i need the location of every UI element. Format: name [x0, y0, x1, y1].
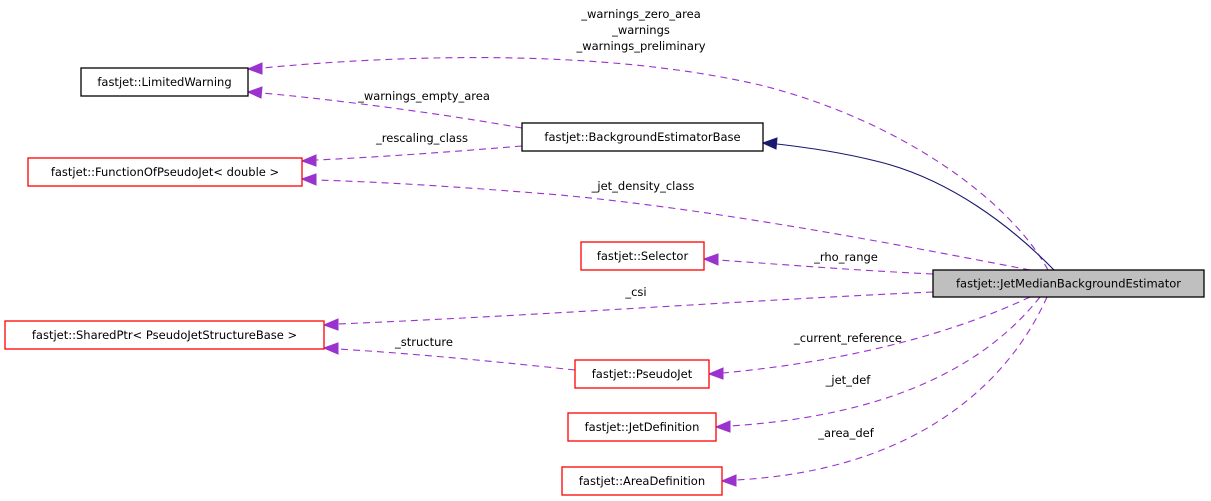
node-selector[interactable]: fastjet::Selector	[580, 241, 705, 271]
edge-inheritance	[761, 137, 1055, 271]
edge-rescaling-class: _rescaling_class	[300, 131, 523, 167]
edge-structure: _structure	[322, 335, 576, 371]
edge-csi: _csi	[322, 285, 934, 331]
edge-label-rho-range: _rho_range	[813, 250, 878, 264]
node-label: fastjet::PseudoJet	[592, 367, 693, 381]
node-jet-median-background-estimator[interactable]: fastjet::JetMedianBackgroundEstimator	[932, 269, 1205, 298]
edge-label-jet-density-class: _jet_density_class	[591, 179, 695, 193]
arrow-head-icon	[300, 154, 317, 167]
edge-current-reference: _current_reference	[707, 296, 1031, 380]
arrow-head-icon	[322, 342, 339, 355]
node-function-of-pseudojet[interactable]: fastjet::FunctionOfPseudoJet< double >	[27, 157, 303, 187]
edge-label-rescaling-class: _rescaling_class	[375, 131, 468, 145]
arrow-head-icon	[702, 253, 719, 266]
arrow-head-icon	[322, 318, 339, 331]
node-background-estimator-base[interactable]: fastjet::BackgroundEstimatorBase	[521, 122, 764, 152]
edge-label-current-reference: _current_reference	[793, 331, 902, 345]
arrow-head-icon	[714, 420, 731, 433]
edge-jet-def: _jet_def	[714, 296, 1041, 433]
edge-label-structure: _structure	[394, 335, 453, 349]
node-label: fastjet::AreaDefinition	[579, 474, 705, 488]
edge-label-area-def: _area_def	[817, 426, 875, 440]
node-label: fastjet::LimitedWarning	[97, 75, 231, 89]
node-area-definition[interactable]: fastjet::AreaDefinition	[561, 466, 723, 496]
edge-warnings: _warnings_zero_area _warnings _warnings_…	[246, 7, 1049, 271]
edge-label-jet-def: _jet_def	[825, 373, 872, 387]
node-label: fastjet::JetMedianBackgroundEstimator	[956, 277, 1181, 291]
arrow-head-icon	[300, 173, 317, 186]
edge-area-def: _area_def	[720, 296, 1048, 487]
node-label: fastjet::BackgroundEstimatorBase	[544, 130, 740, 144]
arrow-head-icon	[720, 474, 737, 487]
edge-label-warnings-zero-area: _warnings_zero_area	[580, 7, 701, 21]
node-label: fastjet::JetDefinition	[585, 420, 700, 434]
arrow-head-icon	[246, 62, 263, 75]
node-limited-warning[interactable]: fastjet::LimitedWarning	[80, 67, 249, 97]
node-jet-definition[interactable]: fastjet::JetDefinition	[567, 412, 717, 442]
node-label: fastjet::SharedPtr< PseudoJetStructureBa…	[32, 328, 297, 342]
edge-warnings-empty-area: _warnings_empty_area	[246, 86, 523, 129]
arrow-head-icon	[707, 367, 724, 380]
edge-jet-density-class: _jet_density_class	[300, 173, 1031, 271]
arrow-head-icon	[761, 137, 778, 150]
edge-label-warnings: _warnings	[611, 23, 670, 37]
edge-rho-range: _rho_range	[702, 250, 934, 275]
node-shared-ptr[interactable]: fastjet::SharedPtr< PseudoJetStructureBa…	[4, 320, 325, 350]
node-label: fastjet::Selector	[597, 249, 689, 263]
node-pseudojet[interactable]: fastjet::PseudoJet	[574, 359, 710, 389]
edge-label-warnings-empty-area: _warnings_empty_area	[357, 89, 490, 103]
edge-label-csi: _csi	[624, 285, 646, 299]
node-label: fastjet::FunctionOfPseudoJet< double >	[51, 165, 279, 179]
arrow-head-icon	[246, 86, 263, 99]
edge-label-warnings-preliminary: _warnings_preliminary	[575, 39, 705, 53]
